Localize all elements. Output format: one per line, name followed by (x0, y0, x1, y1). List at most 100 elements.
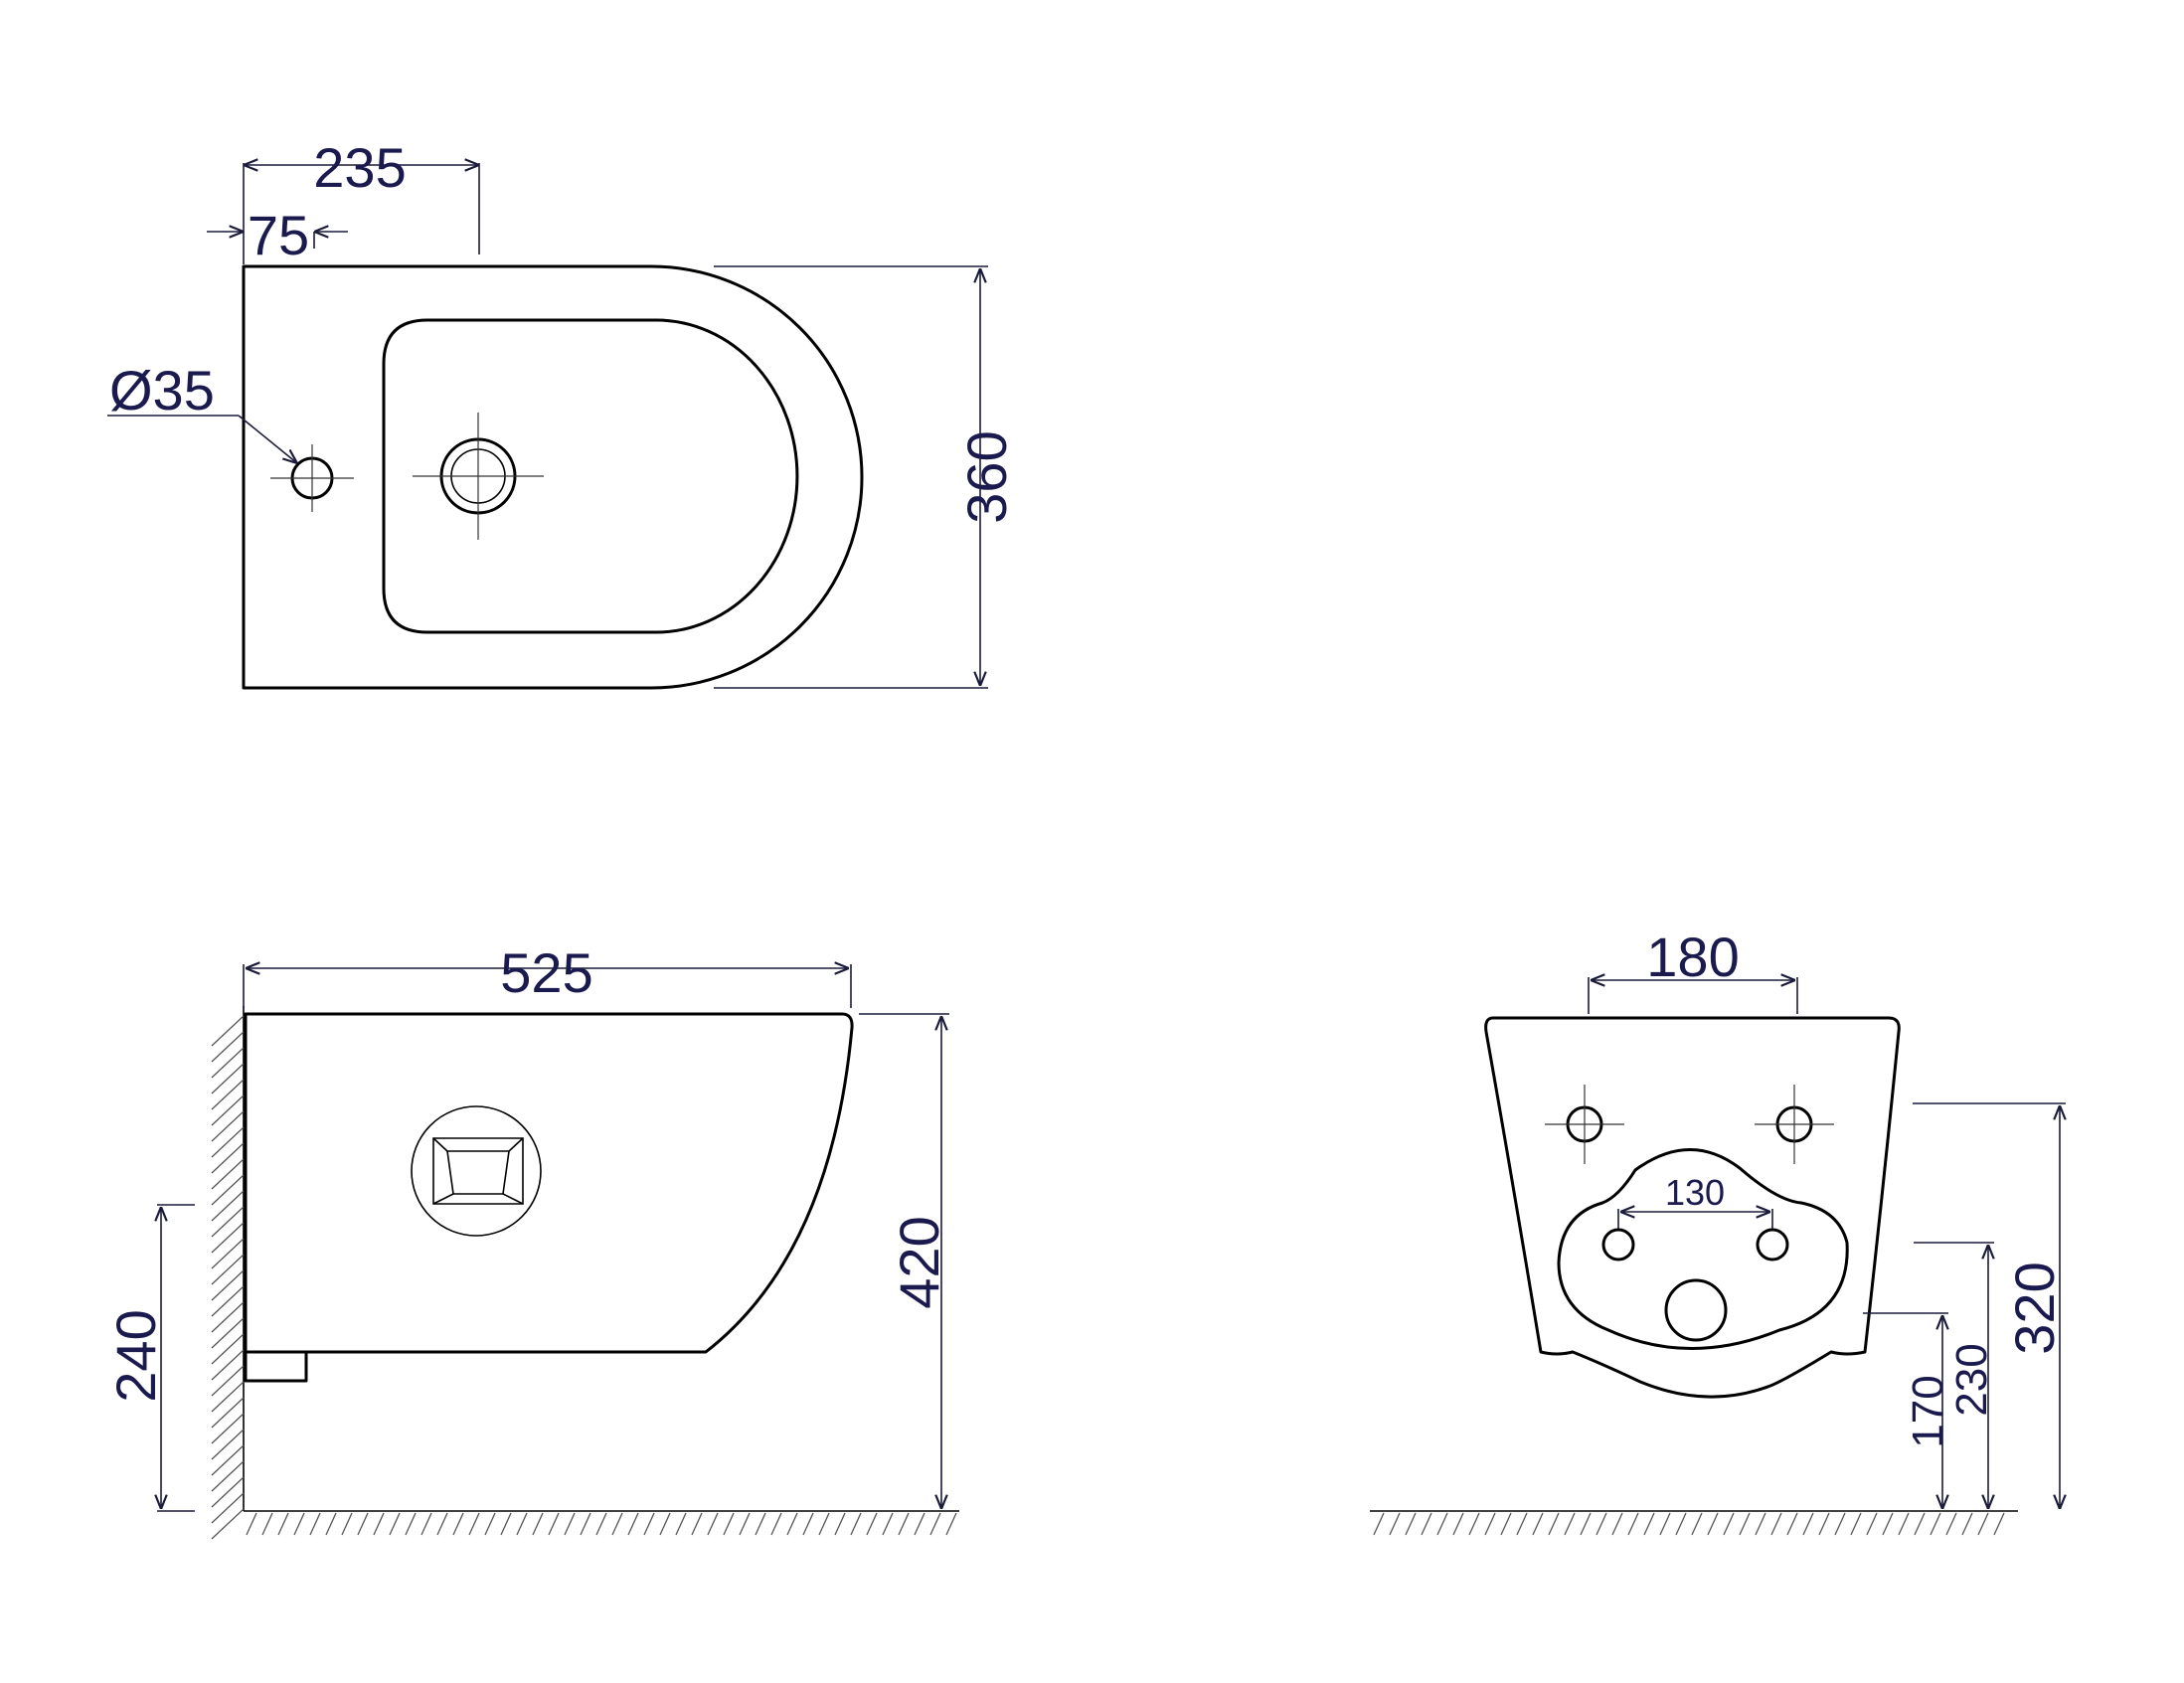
dimension-525-label: 525 (500, 941, 592, 1004)
hatch-line (211, 1285, 245, 1317)
dimension-130-label: 130 (1665, 1172, 1725, 1213)
outlet-hole (1664, 1278, 1728, 1342)
hatch-line (211, 1031, 245, 1063)
hatch-line (211, 1126, 245, 1158)
hatch-line (532, 1512, 544, 1536)
hatch-line (659, 1512, 671, 1536)
hatch-line (1516, 1512, 1528, 1536)
dimension-240-label: 240 (104, 1309, 167, 1402)
hatch-line (707, 1512, 719, 1536)
hatch-line (1373, 1512, 1385, 1536)
hatch-line (1723, 1512, 1735, 1536)
bolt-hole-left (1601, 1228, 1635, 1262)
hatch-line (1866, 1512, 1878, 1536)
hatch-line (627, 1512, 639, 1536)
floor-rear (1370, 1510, 2018, 1536)
hatch-line (770, 1512, 782, 1536)
hatch-line (1850, 1512, 1862, 1536)
hatch-line (1468, 1512, 1480, 1536)
mounting-hole-left (1545, 1085, 1624, 1164)
hatch-line (211, 1429, 245, 1460)
dimension-525: 525 (243, 941, 852, 1008)
hatch-line (1945, 1512, 1957, 1536)
top-view: 235 75 Ø35 360 (107, 136, 1018, 690)
hatch-line (452, 1512, 464, 1536)
hatch-line (802, 1512, 814, 1536)
dimension-360: 360 (714, 265, 1018, 689)
hatch-line (1452, 1512, 1464, 1536)
hatch-line (373, 1512, 385, 1536)
hatch-line (1930, 1512, 1941, 1536)
hatch-line (211, 1158, 245, 1190)
hatch-line (357, 1512, 369, 1536)
hatch-line (293, 1512, 305, 1536)
hatch-line (211, 1444, 245, 1476)
hatch-line (548, 1512, 560, 1536)
dimension-75: 75 (207, 204, 348, 266)
hatch-line (211, 1301, 245, 1333)
tap-hole (270, 444, 354, 512)
hatch-line (211, 1015, 245, 1047)
hatch-line (211, 1047, 245, 1079)
hatch-line (1834, 1512, 1846, 1536)
hatch-line (1802, 1512, 1814, 1536)
top-view-outer-outline (242, 264, 864, 690)
hatch-line (1500, 1512, 1512, 1536)
hatch-line (484, 1512, 496, 1536)
hatch-line (211, 1206, 245, 1238)
hatch-line (945, 1512, 957, 1536)
hatch-line (211, 1349, 245, 1381)
hatch-line (882, 1512, 894, 1536)
dimension-420: 420 (859, 1013, 950, 1509)
hatch-line (211, 1508, 245, 1540)
dimension-230: 230 (1914, 1242, 1996, 1509)
hatch-line (1564, 1512, 1576, 1536)
hatch-line (1596, 1512, 1607, 1536)
side-view: 525 420 240 (104, 941, 959, 1540)
hatch-line (1627, 1512, 1639, 1536)
hatch-line (929, 1512, 941, 1536)
hatch-line (1421, 1512, 1432, 1536)
dimension-130: 130 (1617, 1172, 1773, 1229)
bolt-hole-right (1756, 1228, 1789, 1262)
dimension-75-label: 75 (248, 204, 309, 266)
hatch-line (1580, 1512, 1592, 1536)
hatch-line (1389, 1512, 1401, 1536)
dimension-420-label: 420 (888, 1216, 950, 1308)
dimension-170: 170 (1863, 1312, 1952, 1509)
hatch-line (1484, 1512, 1496, 1536)
dimension-320-label: 320 (2003, 1262, 2066, 1354)
side-view-body-outline (244, 1012, 854, 1354)
hatch-line (325, 1512, 337, 1536)
hatch-line (1818, 1512, 1830, 1536)
hatch-line (211, 1190, 245, 1222)
floor-side (244, 1510, 959, 1536)
hatch-line (818, 1512, 830, 1536)
dimension-360-label: 360 (955, 430, 1018, 523)
hatch-line (723, 1512, 735, 1536)
hatch-line (564, 1512, 576, 1536)
hatch-line (834, 1512, 846, 1536)
hatch-line (1755, 1512, 1766, 1536)
hatch-line (341, 1512, 353, 1536)
hatch-line (405, 1512, 417, 1536)
hatch-line (595, 1512, 607, 1536)
hatch-line (1532, 1512, 1544, 1536)
mounting-hole-right (1755, 1085, 1834, 1164)
hatch-line (277, 1512, 289, 1536)
hatch-line (211, 1142, 245, 1174)
hatch-line (261, 1512, 273, 1536)
hatch-line (500, 1512, 512, 1536)
inlet-connector (411, 1105, 542, 1237)
dimension-diameter-35: Ø35 (107, 359, 297, 463)
dimension-320: 320 (1913, 1102, 2066, 1509)
hatch-line (1914, 1512, 1926, 1536)
hatch-line (1770, 1512, 1782, 1536)
hatch-line (1786, 1512, 1798, 1536)
dimension-170-label: 170 (1904, 1375, 1952, 1447)
hatch-line (420, 1512, 432, 1536)
rear-view-body-outline (1484, 1016, 1901, 1399)
hatch-line (1675, 1512, 1687, 1536)
hatch-line (1882, 1512, 1894, 1536)
